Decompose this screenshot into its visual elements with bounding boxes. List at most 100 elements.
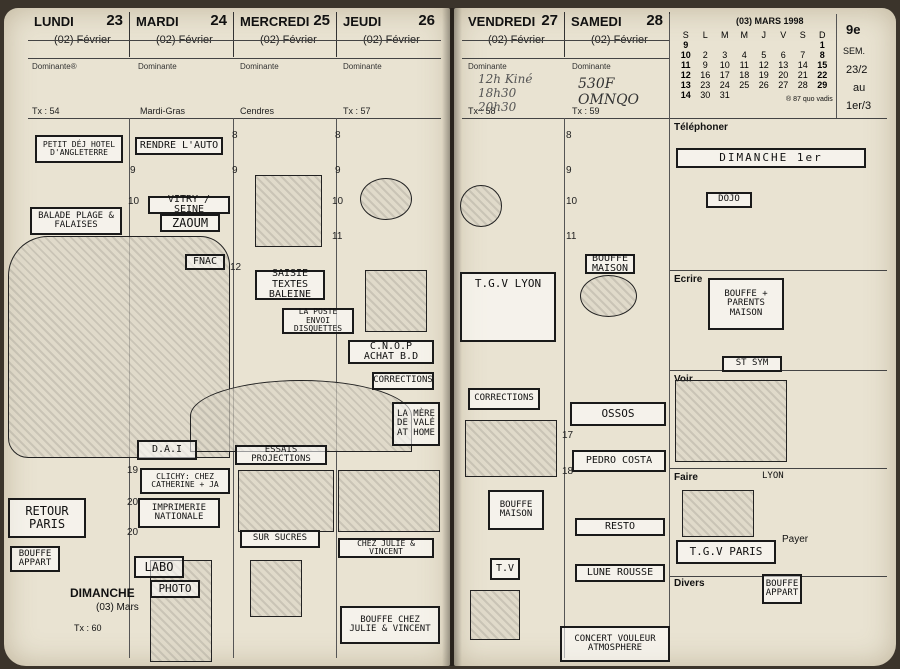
hour-label: 19 [127,465,139,476]
sur-sucres-box: SUR SUCRES [240,530,320,548]
lyon-label: LYON [762,471,784,481]
week-to: 1er/3 [846,100,872,112]
day-name: JEUDI [343,14,382,29]
cal-head: M [740,30,749,40]
day-number: 26 [418,12,435,29]
day-header-friday: VENDREDI 27 (02) Février [462,12,565,57]
cal-day: 31 [719,90,730,100]
left-sunday-label: DIMANCHE [70,586,135,600]
cal-day [696,40,716,50]
cal-day: 26 [758,80,769,90]
week-number: 9e [846,22,861,37]
cal-head: S [682,30,689,40]
cal-day: 4 [741,50,747,60]
week-au: au [853,82,866,94]
calendar-copyright: ® 87 quo vadis [786,96,833,103]
food-sketch [580,275,637,317]
cal-head: L [702,30,708,40]
section-ecrire: Ecrire [674,274,703,285]
mere-vale-box: LA MÈRE DE VALÉ AT HOME [392,402,440,446]
tv-sketch [250,560,302,617]
retour-paris-box: RETOUR PARIS [8,498,86,538]
hour-label: 10 [566,196,578,207]
dominante-label: Dominante [138,62,177,71]
handwritten-omnqo: 530F OMNQO [578,76,640,108]
tx-label: Tx : 57 [343,106,371,116]
essais-box: ESSAIS PROJECTIONS [235,445,327,465]
corrections-fri-box: CORRECTIONS [468,388,540,410]
cal-day: 8 [819,50,825,60]
cal-day: 27 [778,80,789,90]
column-line [564,118,565,658]
hour-label: 18 [562,466,574,477]
cal-day: 22 [817,70,828,80]
la-poste-box: LA POSTE ENVOI DISQUETTES [282,308,354,334]
room-sketch [338,470,440,532]
hour-label: 9 [335,165,341,176]
day-header-thursday: JEUDI 26 (02) Février [337,12,441,57]
cal-day: 6 [780,50,786,60]
saisie-box: SAISIE TEXTES BALEINE [255,269,325,300]
cal-head: S [799,30,806,40]
cal-day: 13 [778,60,789,70]
tx-label: Tx : 58 [468,106,496,116]
left-sunday-month: (03) Mars [96,602,139,613]
cal-day: 7 [800,50,806,60]
tx-label: Mardi-Gras [140,106,186,116]
cal-day: 24 [719,80,730,90]
dai-box: D.A.I [137,440,197,460]
cal-day: 12 [758,60,769,70]
cal-day: 30 [700,90,711,100]
cal-day: 5 [761,50,767,60]
week-from: 23/2 [846,64,868,76]
dominante-label: Dominante [468,62,507,71]
cal-day: 23 [700,80,711,90]
header-divider [462,118,887,119]
cal-day: 14 [797,60,808,70]
train-sketch [682,490,754,537]
projector-sketch [238,470,334,532]
section-payer: Payer [782,534,809,545]
left-sunday-tx: Tx : 60 [74,623,102,633]
coffee-sketch [360,178,412,220]
hour-label: 9 [130,165,136,176]
cal-week: 10 [680,50,691,60]
cal-week: 13 [680,80,691,90]
corrections-box: CORRECTIONS [372,372,434,390]
pedro-costa-box: PEDRO COSTA [572,450,666,472]
cal-day [774,40,794,50]
cal-day: 18 [739,70,750,80]
cal-day: 1 [819,40,825,50]
section-divider [670,270,887,271]
header-divider [28,118,441,119]
section-voir: Voir [674,374,693,385]
resto-box: RESTO [575,518,665,536]
cal-day: 16 [700,70,711,80]
vitry-box: VITRY / SEINE [148,194,230,215]
day-number: 24 [210,12,227,29]
cal-day [754,40,774,50]
cal-day: 3 [722,50,728,60]
cal-week: 9 [683,40,689,50]
day-name: VENDREDI [468,14,536,29]
book-gutter [442,8,462,666]
header-divider [28,40,441,41]
section-divider [670,468,887,469]
cal-day: 10 [719,60,730,70]
section-telephoner: Téléphoner [674,122,728,133]
day-name: MARDI [136,14,179,29]
cal-day [754,90,774,100]
cal-day: 25 [739,80,750,90]
day-number: 28 [646,12,663,29]
cal-day: 21 [797,70,808,80]
dominante-label: Dominante [343,62,382,71]
header-divider [28,58,441,59]
bouffe-appart-sun-box: BOUFFE APPART [762,574,802,604]
cal-day [715,40,735,50]
concert-box: CONCERT VOULEUR ATMOSPHERE [560,626,670,662]
rendre-auto-box: RENDRE L'AUTO [135,137,223,155]
hour-label: 8 [335,130,341,141]
day-name: MERCREDI [240,14,310,29]
